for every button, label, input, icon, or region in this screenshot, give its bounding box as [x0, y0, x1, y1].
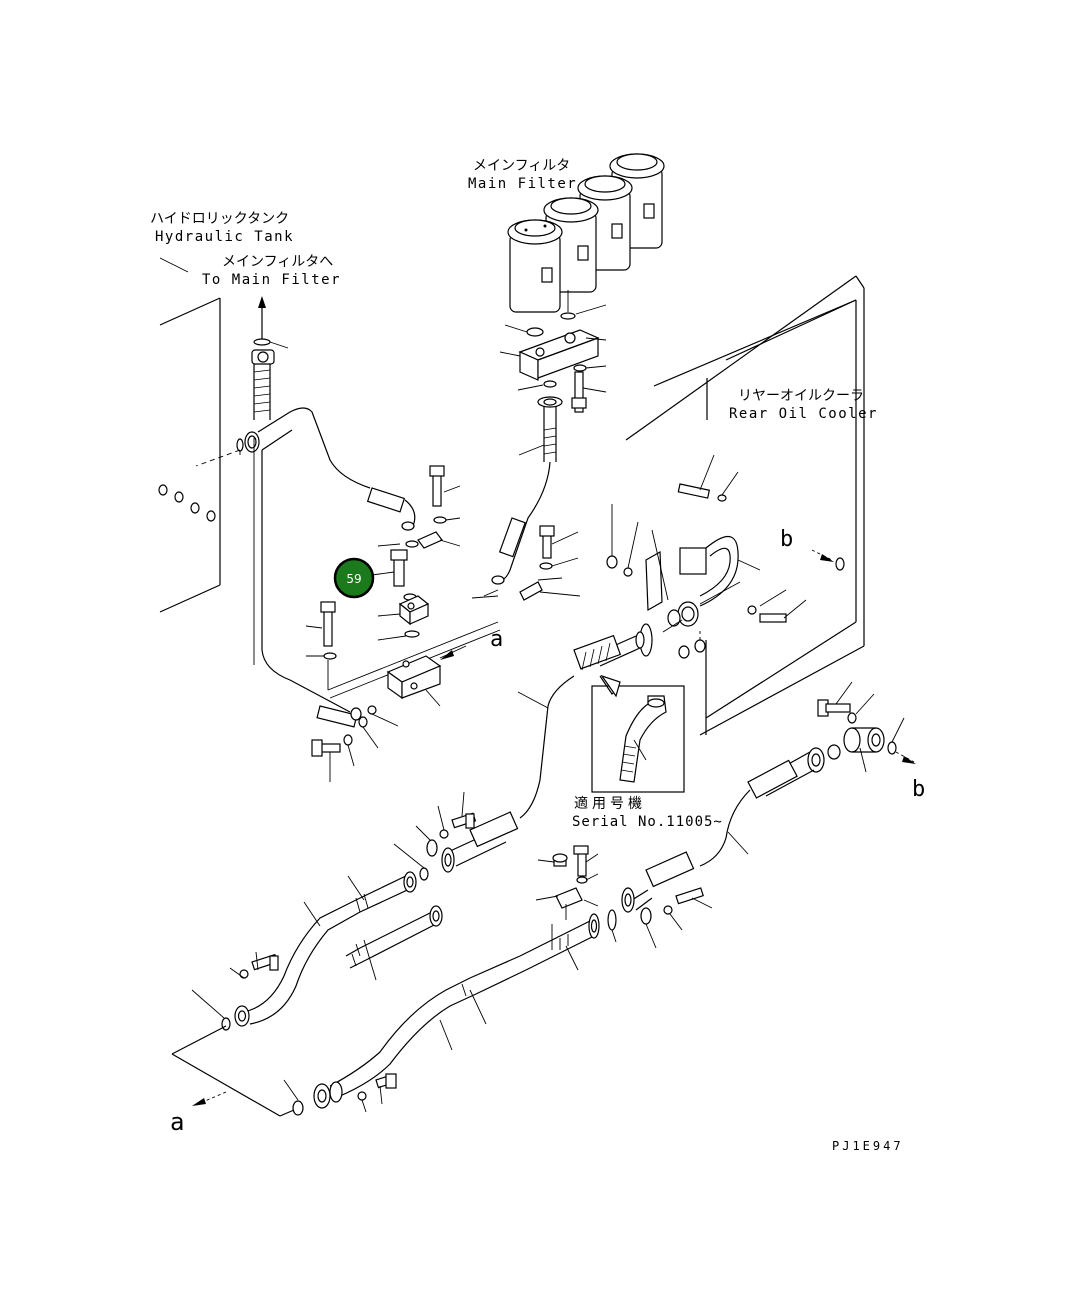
svg-text:メインフィルタ: メインフィルタ	[473, 158, 570, 174]
svg-text:ハイドロリックタンク: ハイドロリックタンク	[150, 211, 289, 227]
tank-hose-left	[158, 349, 416, 713]
drawing-code: PJ1E947	[832, 1139, 904, 1153]
rear-oil-cooler-label: リヤーオイルクーラ Rear Oil Cooler	[729, 388, 878, 422]
valve-block-assembly	[305, 465, 581, 727]
serial-label: 適用号機 Serial No.11005~	[572, 795, 723, 830]
main-filter-label: メインフィルタ Main Filter	[468, 158, 577, 192]
svg-text:Hydraulic Tank: Hydraulic Tank	[155, 229, 294, 245]
callout-59-number: 59	[346, 572, 361, 586]
svg-text:To Main Filter: To Main Filter	[202, 272, 341, 288]
svg-text:Main Filter: Main Filter	[468, 176, 577, 192]
to-main-filter-label: メインフィルタへ To Main Filter	[202, 254, 341, 288]
hydraulic-tank-label: ハイドロリックタンク Hydraulic Tank	[150, 211, 294, 245]
ref-b-top: b	[780, 527, 845, 571]
svg-text:b: b	[780, 527, 793, 552]
svg-text:Serial No.11005~: Serial No.11005~	[572, 814, 723, 830]
svg-text:適用号機: 適用号機	[574, 795, 646, 812]
ref-a-top: a	[490, 627, 503, 652]
svg-text:a: a	[490, 627, 503, 652]
tank-to-valve-hose	[311, 705, 379, 782]
svg-text:Rear Oil Cooler: Rear Oil Cooler	[729, 406, 878, 422]
ref-a-bottom: a	[170, 1108, 184, 1136]
flow-arrow-up	[253, 296, 289, 349]
main-filter-assembly	[491, 153, 665, 585]
lower-piping: b	[170, 681, 925, 1136]
ref-b-bottom: b	[912, 777, 925, 802]
cooler-inlet-assembly	[606, 454, 807, 659]
svg-text:リヤーオイルクーラ: リヤーオイルクーラ	[738, 388, 864, 404]
cooler-outlet-hose	[517, 619, 683, 819]
svg-text:メインフィルタへ: メインフィルタへ	[222, 254, 333, 270]
hydraulic-tank-outline	[159, 257, 221, 613]
serial-inset	[591, 674, 685, 793]
rear-oil-cooler-frame	[625, 275, 865, 736]
callout-59-circle	[333, 557, 375, 599]
callout-59[interactable]: 59	[333, 557, 395, 599]
